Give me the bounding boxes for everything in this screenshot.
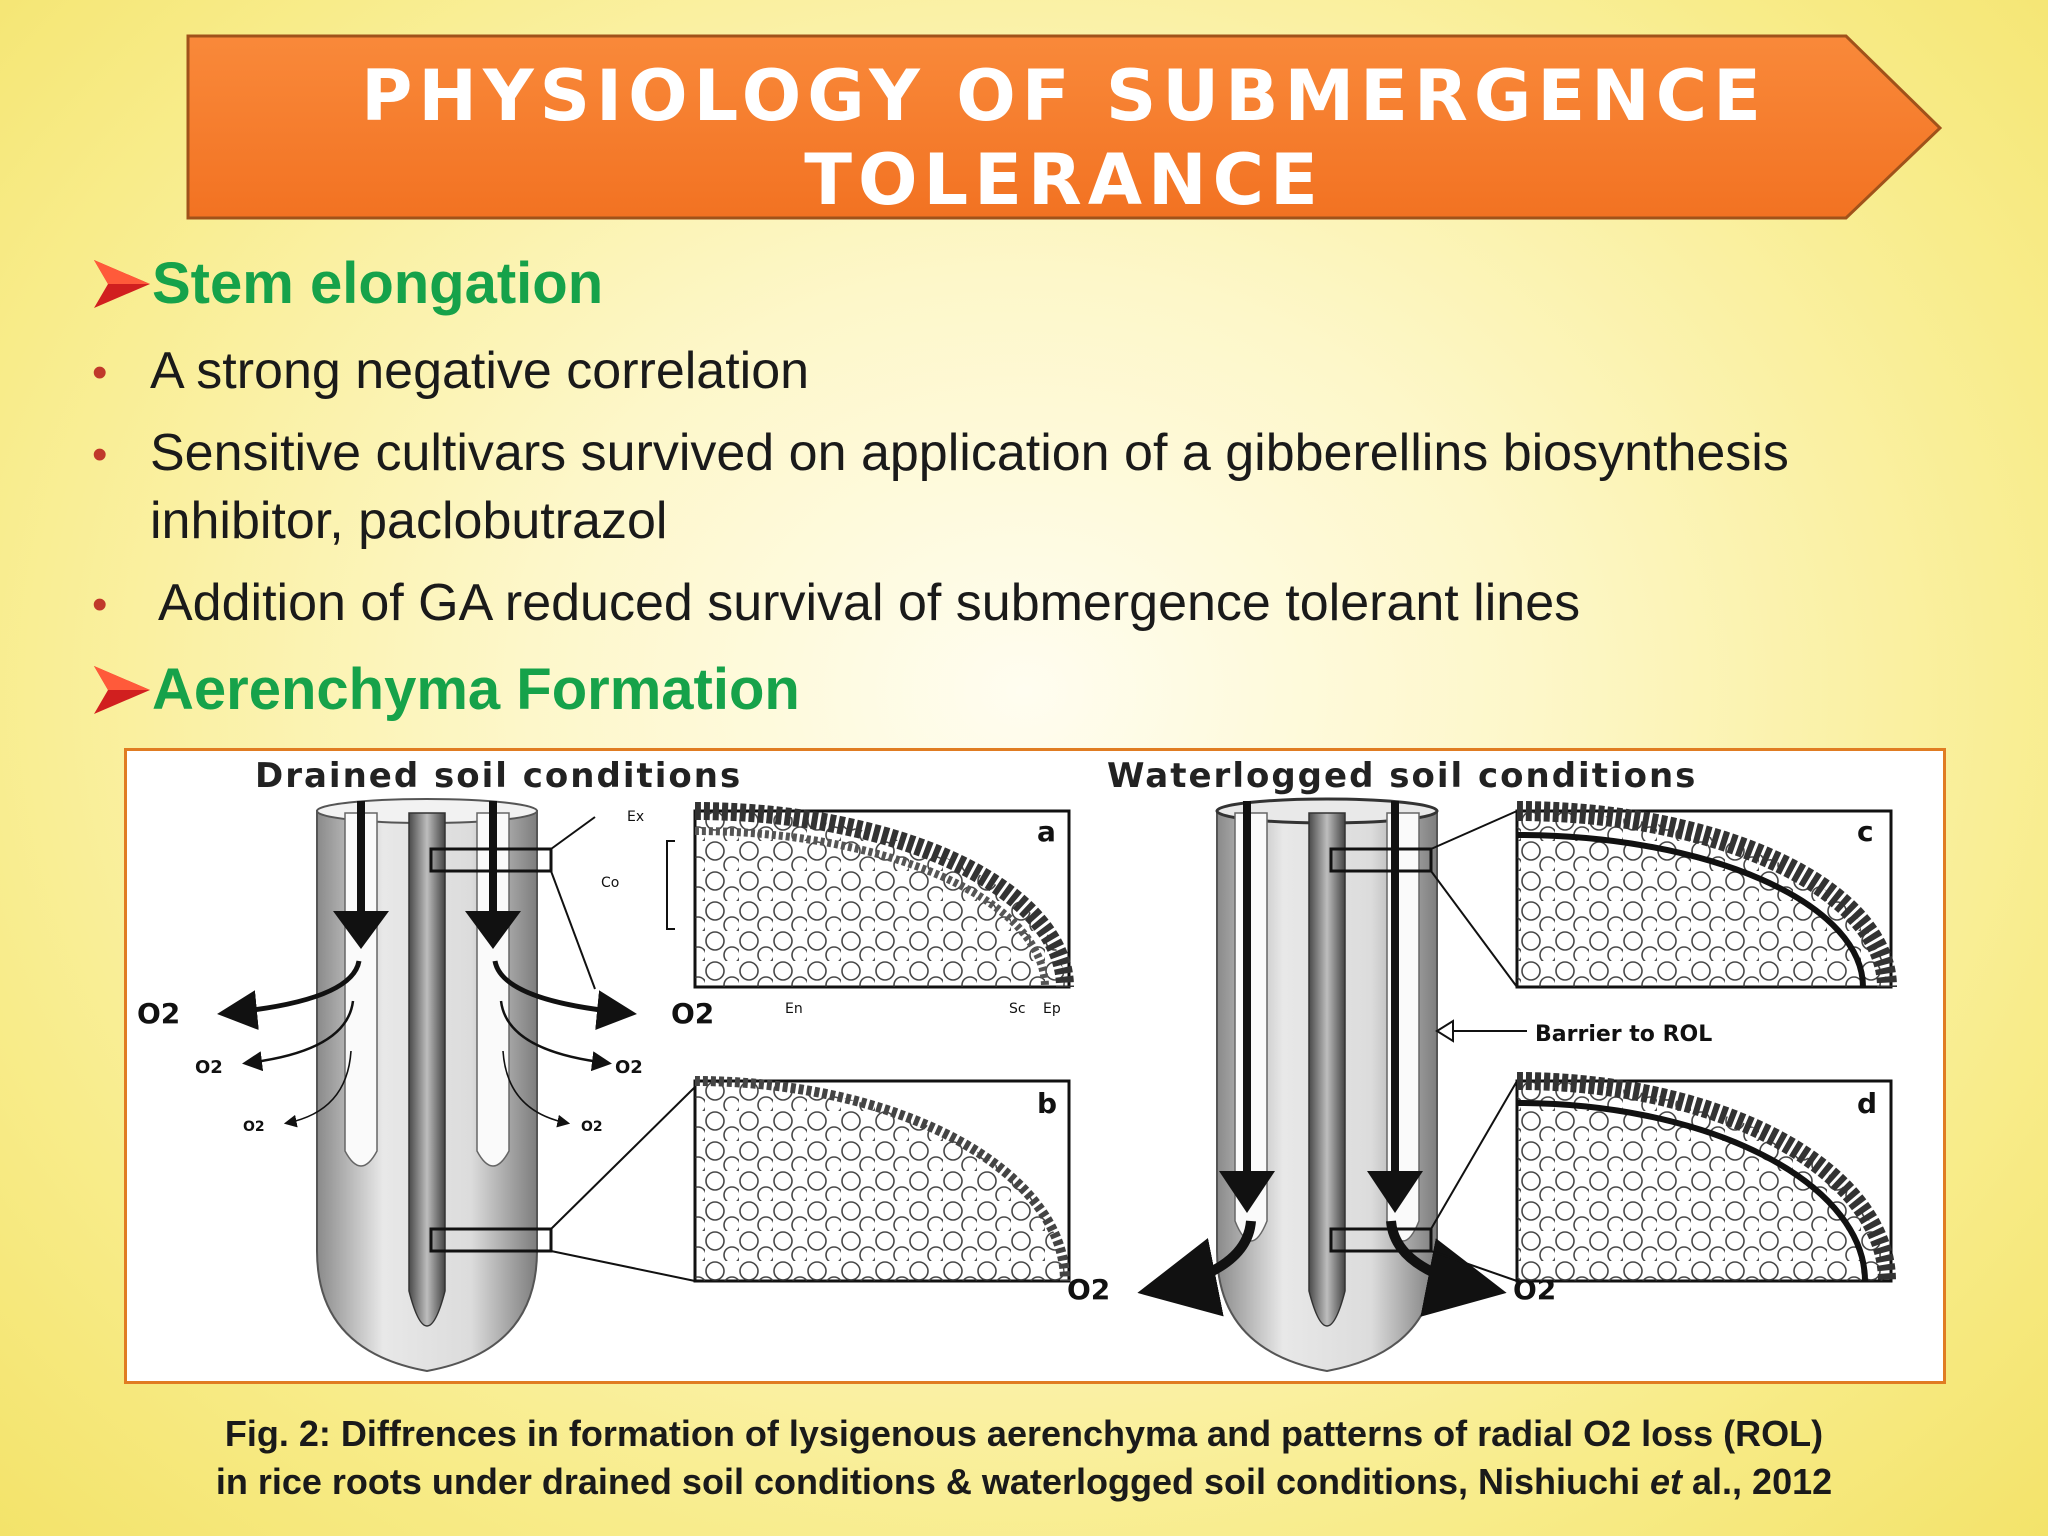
- panel-c-cross-section: c: [1515, 801, 1897, 989]
- o2-label: O2: [615, 1057, 643, 1078]
- o2-label: O2: [243, 1119, 265, 1135]
- tissue-label-en: En: [785, 1001, 803, 1017]
- bullet-dot-icon: •: [92, 348, 108, 397]
- tissue-label-ex: Ex: [627, 809, 644, 825]
- drained-title: Drained soil conditions: [255, 756, 742, 796]
- arrow-bullet-icon: [94, 665, 150, 714]
- bullet-dot-icon: •: [92, 430, 108, 479]
- bullet-dot-icon: •: [92, 580, 108, 629]
- svg-text:c: c: [1857, 815, 1874, 848]
- banner-arrow-shape: [186, 34, 1942, 220]
- svg-text:d: d: [1857, 1087, 1877, 1120]
- waterlogged-title: Waterlogged soil conditions: [1107, 756, 1697, 796]
- tissue-label-sc: Sc: [1009, 1001, 1026, 1017]
- o2-label: O2: [1067, 1273, 1110, 1306]
- section-heading-stem-elongation: Stem elongation: [92, 250, 603, 317]
- section-heading-aerenchyma: Aerenchyma Formation: [92, 656, 800, 723]
- svg-text:b: b: [1037, 1087, 1057, 1120]
- tissue-label-ep: Ep: [1043, 1001, 1061, 1017]
- barrier-label: Barrier to ROL: [1535, 1022, 1712, 1047]
- o2-label: O2: [581, 1119, 603, 1135]
- o2-label: O2: [671, 997, 714, 1030]
- root-diagram: Drained soil conditions Waterlogged soil…: [137, 756, 1897, 1373]
- svg-text:a: a: [1037, 815, 1056, 848]
- slide-title: PHYSIOLOGY OF SUBMERGENCE TOLERANCE: [361, 55, 1767, 221]
- o2-label: O2: [137, 997, 180, 1030]
- title-banner: PHYSIOLOGY OF SUBMERGENCE TOLERANCE: [186, 34, 1942, 221]
- drained-root: [217, 798, 637, 1373]
- tissue-label-co: Co: [601, 875, 619, 891]
- aerenchyma-figure: Drained soil conditions Waterlogged soil…: [124, 748, 1946, 1384]
- o2-label: O2: [195, 1057, 223, 1078]
- panel-d-cross-section: d: [1515, 1072, 1896, 1283]
- figure-caption: Fig. 2: Diffrences in formation of lysig…: [215, 1413, 1833, 1502]
- panel-b-cross-section: b: [693, 1076, 1071, 1283]
- arrow-bullet-icon: [94, 259, 150, 308]
- waterlogged-root: [1137, 797, 1527, 1373]
- panel-a-cross-section: a: [693, 802, 1074, 989]
